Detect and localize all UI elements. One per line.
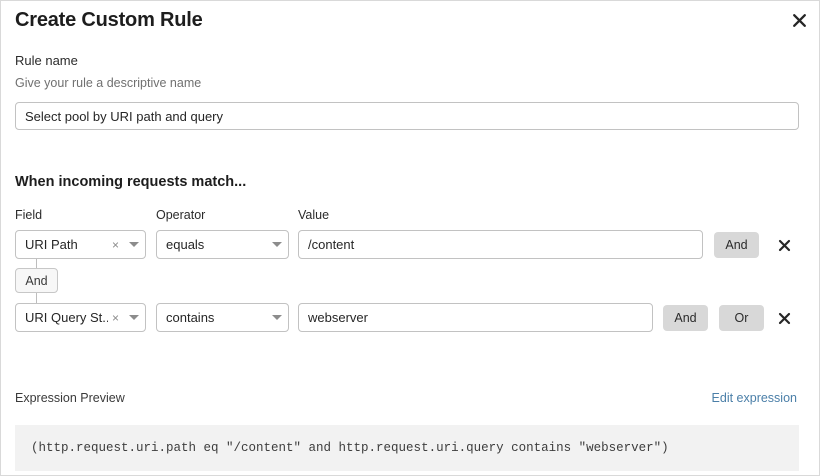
edit-expression-link[interactable]: Edit expression xyxy=(711,391,797,405)
expression-preview-code: (http.request.uri.path eq "/content" and… xyxy=(15,425,799,471)
and-button-row-2[interactable]: And xyxy=(663,305,708,331)
field-clear-icon-row-2[interactable]: × xyxy=(111,310,119,325)
chevron-down-icon-field-row-2[interactable] xyxy=(123,315,145,320)
connector-line-bottom xyxy=(36,293,37,303)
value-input-row-1[interactable] xyxy=(298,230,703,259)
chevron-down-icon-operator-row-1[interactable] xyxy=(266,242,288,247)
column-header-field: Field xyxy=(15,208,43,222)
field-select-value-row-2: URI Query St... xyxy=(25,310,108,325)
value-input-row-2[interactable] xyxy=(298,303,653,332)
dialog-title: Create Custom Rule xyxy=(15,9,203,31)
field-clear-icon-row-1[interactable]: × xyxy=(111,237,119,252)
delete-condition-icon-row-1[interactable] xyxy=(775,236,793,254)
connector-and-button[interactable]: And xyxy=(15,268,58,293)
delete-condition-icon-row-2[interactable] xyxy=(775,309,793,327)
operator-select-row-1[interactable]: equals xyxy=(156,230,289,259)
operator-select-value-row-2: contains xyxy=(166,310,215,325)
field-select-row-2[interactable]: URI Query St... × xyxy=(15,303,146,332)
column-header-operator: Operator xyxy=(156,208,206,222)
field-select-row-1[interactable]: URI Path × xyxy=(15,230,146,259)
operator-select-row-2[interactable]: contains xyxy=(156,303,289,332)
and-button-row-1[interactable]: And xyxy=(714,232,759,258)
field-select-value-row-1: URI Path xyxy=(25,237,78,252)
chevron-down-icon-operator-row-2[interactable] xyxy=(266,315,288,320)
chevron-down-icon-field-row-1[interactable] xyxy=(123,242,145,247)
close-icon[interactable] xyxy=(787,8,811,32)
connector-line-top xyxy=(36,259,37,269)
or-button-row-2[interactable]: Or xyxy=(719,305,764,331)
rule-name-sublabel: Give your rule a descriptive name xyxy=(15,76,202,90)
rule-name-input[interactable] xyxy=(15,102,799,130)
expression-preview-label: Expression Preview xyxy=(15,391,125,405)
rule-name-label: Rule name xyxy=(15,53,78,68)
column-header-value: Value xyxy=(298,208,330,222)
operator-select-value-row-1: equals xyxy=(166,237,205,252)
conditions-heading: When incoming requests match... xyxy=(15,174,247,190)
